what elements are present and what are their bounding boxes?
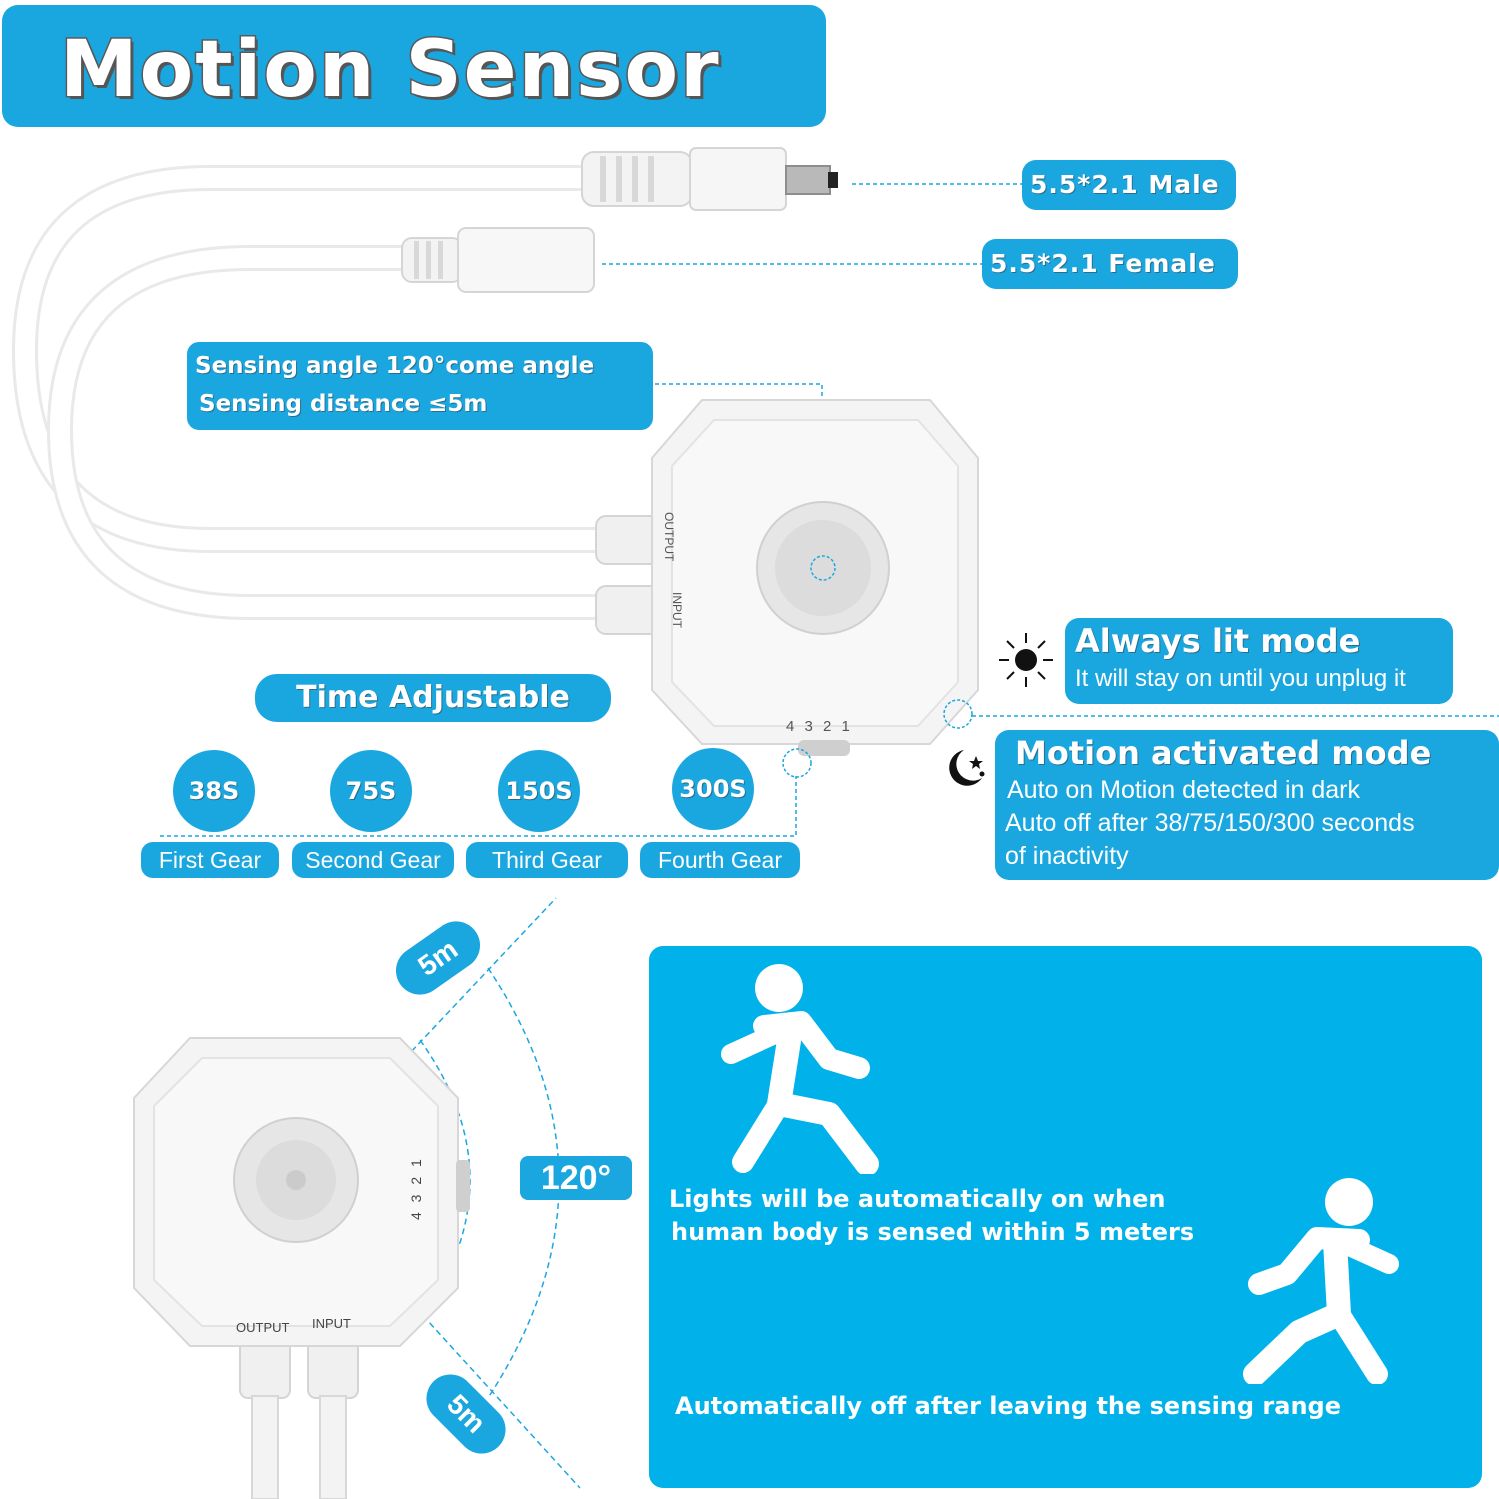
always-lit-mode-box: Always lit mode It will stay on until yo… [1065,618,1453,704]
sensing-info-box: Sensing angle 120°come angle Sensing dis… [187,342,653,430]
male-connector [581,147,838,211]
gear-value-4: 300S [672,748,754,830]
sensor-device-top [595,399,979,778]
gear-value-1: 38S [173,750,255,832]
motion-mode-line-2: Auto off after 38/75/150/300 seconds [1005,809,1415,837]
time-adjustable-heading: Time Adjustable [255,674,611,722]
panel-text-line-3: Automatically off after leaving the sens… [675,1392,1341,1420]
gear-value-3: 150S [498,750,580,832]
panel-text-line-2: human body is sensed within 5 meters [671,1218,1195,1246]
moon-stars-icon [942,744,990,794]
motion-mode-line-3: of inactivity [1005,842,1129,870]
sensing-distance-text: Sensing distance ≤5m [199,391,488,417]
motion-mode-box: Motion activated mode Auto on Motion det… [995,730,1499,880]
gear-label-4: Fourth Gear [640,842,800,878]
gear-value-2: 75S [330,750,412,832]
cable-group [11,165,613,620]
device-input-label: INPUT [670,592,684,628]
panel-text-line-1: Lights will be automatically on when [669,1185,1166,1213]
always-lit-desc: It will stay on until you unplug it [1075,665,1406,692]
info-panel: Lights will be automatically on when hum… [649,946,1482,1488]
device-dial-numbers: 4 3 2 1 [786,718,853,735]
motion-mode-title: Motion activated mode [1015,734,1432,772]
bottom-device-input-label: INPUT [312,1316,351,1331]
walking-person-icon [1239,1174,1409,1384]
device-output-label: OUTPUT [662,512,676,562]
female-connector [401,227,595,293]
gear-label-2: Second Gear [292,842,454,878]
female-connector-label: 5.5*2.1 Female [982,239,1238,289]
gear-label-1: First Gear [141,842,279,878]
always-lit-title: Always lit mode [1075,622,1361,660]
title-banner: Motion Sensor [2,5,826,127]
gear-label-3: Third Gear [466,842,628,878]
sensing-angle-text: Sensing angle 120°come angle [195,353,595,379]
bottom-device-dial-numbers: 4 3 2 1 [408,1156,424,1220]
sensor-device-bottom [133,1037,470,1499]
male-connector-label: 5.5*2.1 Male [1022,160,1236,210]
page-title: Motion Sensor [59,24,721,117]
walking-person-icon [719,964,879,1174]
sun-icon [996,630,1056,690]
motion-mode-line-1: Auto on Motion detected in dark [1007,776,1361,804]
range-angle-label: 120° [520,1156,632,1200]
bottom-device-output-label: OUTPUT [236,1320,290,1335]
